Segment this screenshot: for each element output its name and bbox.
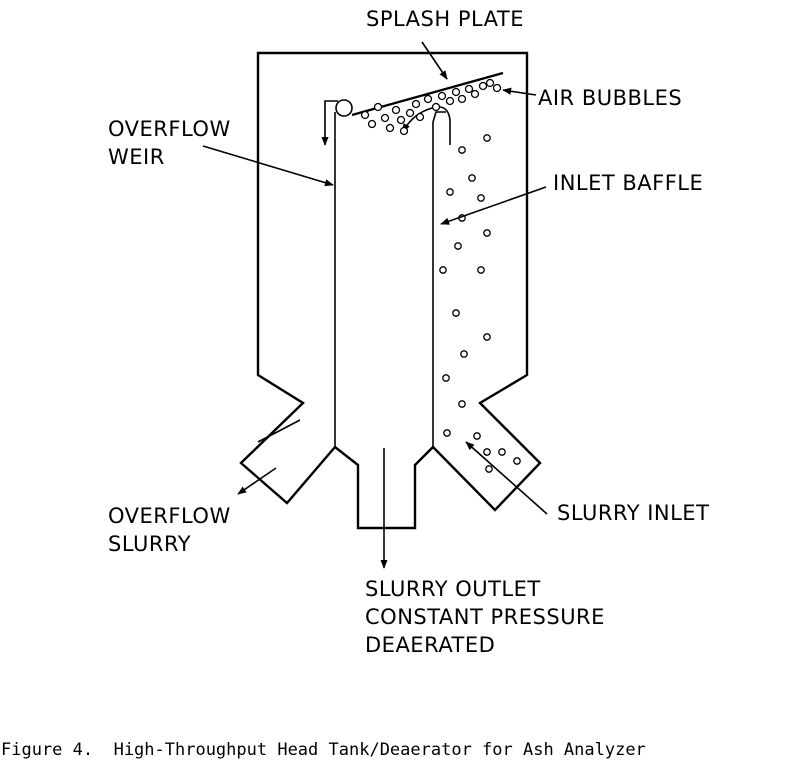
air-bubbles-channel bbox=[439, 134, 521, 473]
overflow-slurry-leader bbox=[237, 467, 277, 495]
overflow-weir-label-line1: OVERFLOW bbox=[108, 117, 231, 141]
slurry-inlet-label: SLURRY INLET bbox=[557, 501, 709, 525]
splash-plate-label: SPLASH PLATE bbox=[366, 7, 524, 31]
slurry-inlet-leader bbox=[465, 441, 548, 515]
figure-caption: Figure 4. High-Throughput Head Tank/Deae… bbox=[1, 740, 646, 760]
air-bubbles-leader bbox=[502, 87, 537, 96]
inlet-baffle-leader bbox=[440, 186, 547, 225]
splash-plate-leader bbox=[421, 41, 448, 80]
overflow-slurry-label-line1: OVERFLOW bbox=[108, 504, 231, 528]
overflow-flow-arrow bbox=[321, 100, 338, 146]
baffle-top-edge bbox=[432, 111, 446, 123]
inlet-baffle-label: INLET BAFFLE bbox=[553, 171, 703, 195]
air-bubbles-splash bbox=[360, 78, 502, 136]
slurry-outlet-label-line1: SLURRY OUTLET bbox=[365, 577, 541, 601]
weir-edge-roll bbox=[335, 99, 353, 117]
slurry-outlet-label-line3: DEAERATED bbox=[365, 633, 495, 657]
slurry-outlet-label-line2: CONSTANT PRESSURE bbox=[365, 605, 605, 629]
overflow-weir-leader bbox=[202, 145, 334, 187]
overflow-slurry-label-line2: SLURRY bbox=[108, 532, 191, 556]
tank-outer-wall bbox=[239, 51, 542, 530]
air-bubbles-label: AIR BUBBLES bbox=[538, 86, 682, 110]
overflow-weir-label-line2: WEIR bbox=[108, 145, 165, 169]
overflow-spout-inner bbox=[257, 419, 301, 443]
